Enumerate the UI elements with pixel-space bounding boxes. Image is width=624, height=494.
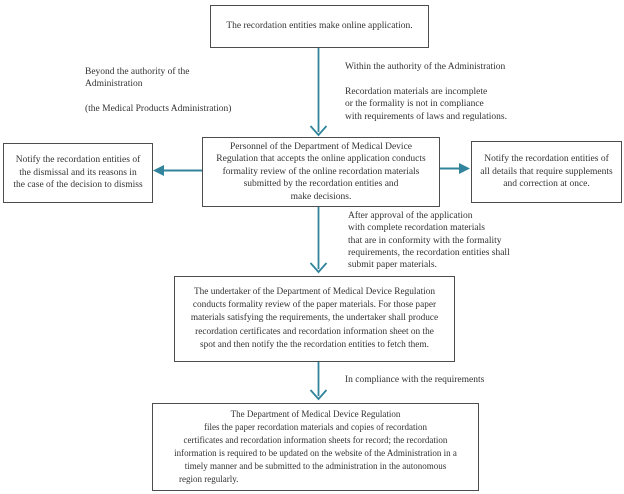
box-notify-supplements: Notify the recordation entities of all d… [471, 141, 622, 203]
annotation-within-authority: Within the authority of the Administrati… [345, 62, 506, 72]
arrow-review-to-paper [309, 207, 328, 274]
box-filing-line: The Department of Medical Device Regulat… [230, 409, 401, 419]
arrow-review-to-supplements [440, 163, 470, 174]
box-online-application-text: The recordation entities make online app… [226, 21, 413, 32]
box-formality-review: Personnel of the Department of Medical D… [202, 137, 440, 207]
annotation-incomplete-materials: Recordation materials are incomplete or … [345, 87, 507, 122]
annotation-compliance: In compliance with the requirements [345, 375, 485, 385]
box-formality-review-text: Personnel of the Department of Medical D… [216, 141, 426, 202]
arrow-review-to-dismiss [153, 165, 202, 176]
arrow-paper-to-filing [309, 362, 328, 401]
box-filing-line: region regularly. [179, 474, 239, 484]
box-online-application: The recordation entities make online app… [210, 5, 429, 48]
box-paper-review: The undertaker of the Department of Medi… [174, 276, 455, 362]
box-filing-line: certificates and recordation information… [183, 435, 448, 445]
box-notify-dismiss-text: Notify the recordation entities of the d… [13, 155, 143, 191]
box-filing-line: timely manner and be submitted to the ad… [184, 461, 447, 471]
box-filing-line: information is required to be updated on… [174, 448, 457, 458]
arrow-online-to-review [309, 47, 328, 137]
annotation-beyond-authority: Beyond the authority of the Administrati… [85, 67, 232, 114]
box-notify-supplements-text: Notify the recordation entities of all d… [480, 154, 613, 190]
box-filing: The Department of Medical Device Regulat… [152, 403, 479, 491]
box-notify-dismiss: Notify the recordation entities of the d… [3, 143, 153, 203]
box-filing-line: files the paper recordation materials an… [204, 422, 427, 432]
box-paper-review-text: The undertaker of the Department of Medi… [190, 286, 439, 350]
annotation-after-approval: After approval of the application with c… [348, 211, 510, 271]
